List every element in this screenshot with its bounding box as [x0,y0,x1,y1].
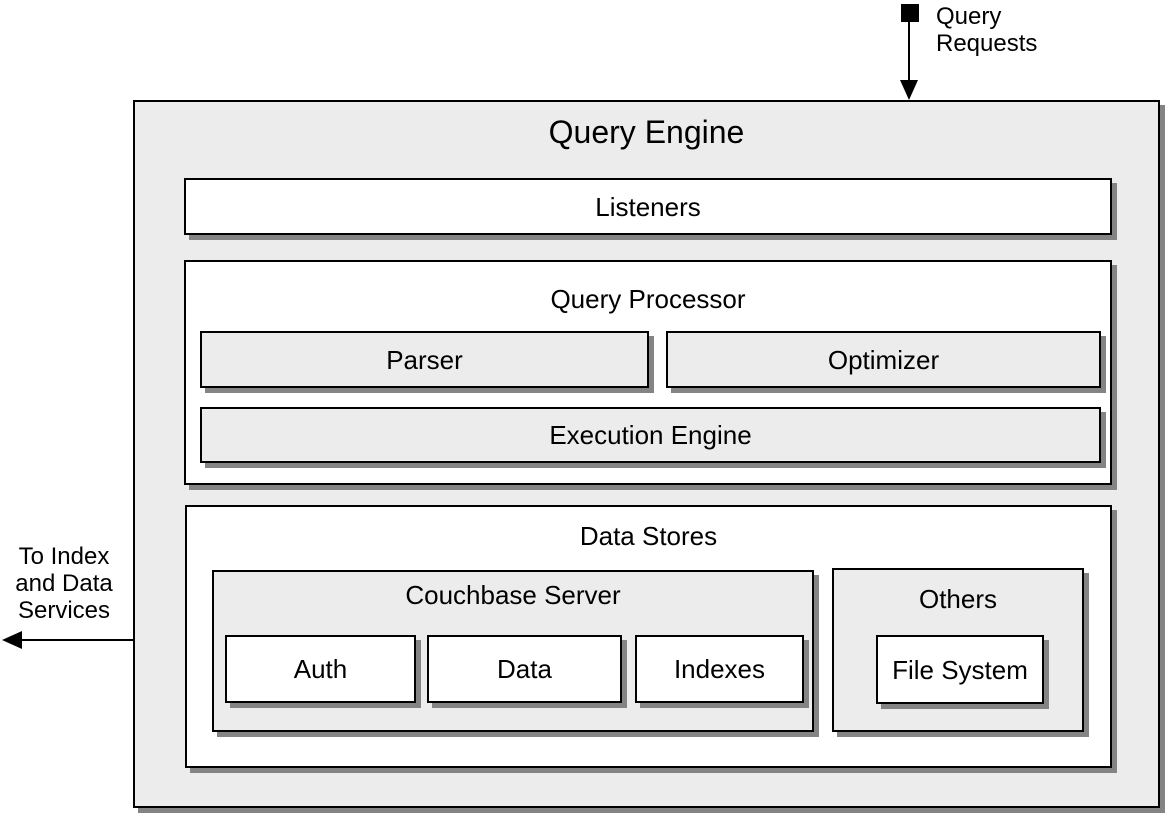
execution-engine-label: Execution Engine [549,420,752,450]
connector-start-square [901,4,919,22]
listeners-label: Listeners [595,191,701,222]
others-title: Others [918,584,998,614]
optimizer-box: Optimizer [666,331,1101,388]
query-processor-box: Query Processor Parser Optimizer Executi… [184,260,1112,485]
query-engine-box: Query Engine Listeners Query Processor P… [133,100,1160,808]
indexes-box: Indexes [635,635,804,703]
query-requests-label: Query Requests [936,3,1038,57]
auth-box: Auth [225,635,416,703]
data-stores-title: Data Stores [579,521,718,551]
to-index-services-line [20,639,133,641]
couchbase-server-box: Couchbase Server Auth Data Indexes [212,570,814,732]
data-label: Data [497,654,552,684]
file-system-label: File System [892,654,1028,685]
parser-label: Parser [386,344,463,375]
execution-engine-box: Execution Engine [200,407,1101,463]
arrow-left-icon [2,631,22,649]
parser-box: Parser [200,331,649,388]
optimizer-label: Optimizer [827,344,940,375]
arrow-down-icon [900,80,918,100]
query-requests-line [908,20,910,82]
to-index-services-label: To Index and Data Services [15,543,113,624]
couchbase-server-title: Couchbase Server [405,580,621,610]
query-processor-title: Query Processor [550,284,746,314]
query-engine-title: Query Engine [548,114,745,150]
auth-label: Auth [293,654,348,684]
file-system-box: File System [876,635,1044,704]
others-box: Others File System [832,568,1084,732]
indexes-label: Indexes [673,654,766,684]
data-box: Data [427,635,622,703]
listeners-box: Listeners [184,178,1112,235]
data-stores-box: Data Stores Couchbase Server Auth Data I… [185,505,1112,768]
